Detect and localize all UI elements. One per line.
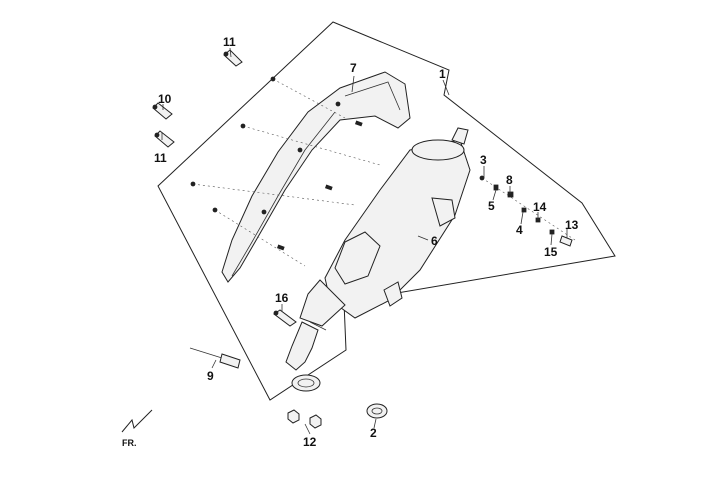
callout-4: 4 [516, 223, 523, 237]
leader-lines [161, 47, 568, 435]
callout-7: 7 [350, 61, 357, 75]
callout-6: 6 [431, 234, 438, 248]
oxygen-sensor [189, 347, 241, 369]
callout-12: 12 [303, 435, 317, 449]
callout-16: 16 [275, 291, 289, 305]
callout-5: 5 [488, 199, 495, 213]
bolt-10 [152, 102, 173, 120]
callout-9: 9 [207, 369, 214, 383]
callout-13: 13 [565, 218, 579, 232]
callout-15: 15 [544, 245, 558, 259]
callout-1: 1 [439, 67, 446, 81]
nuts-12 [287, 409, 322, 429]
callout-11-top: 11 [223, 35, 236, 49]
heat-shield [221, 71, 411, 283]
front-direction-arrow-icon [121, 409, 153, 433]
assembly-boundary [157, 21, 616, 401]
callout-14: 14 [533, 200, 547, 214]
bolt-11-top [223, 49, 243, 67]
exhaust-pipe [285, 279, 346, 392]
callout-2: 2 [370, 426, 377, 440]
left-fasteners [190, 76, 381, 267]
bolt-16 [273, 309, 297, 327]
muffler [324, 127, 471, 319]
bolt-11-mid [154, 130, 175, 148]
callout-11-mid: 11 [154, 151, 167, 165]
callout-8: 8 [506, 173, 513, 187]
gasket-2 [366, 403, 388, 419]
callout-3: 3 [480, 153, 487, 167]
callout-10: 10 [158, 92, 172, 106]
front-direction-label: FR. [122, 438, 137, 448]
